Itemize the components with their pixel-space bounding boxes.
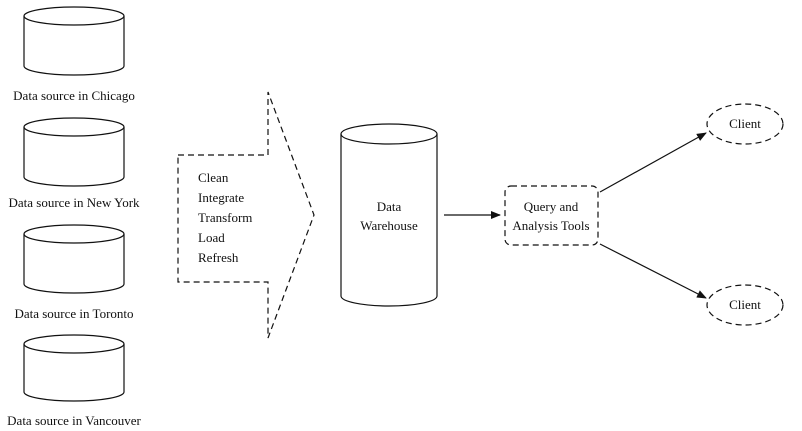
client-node-bottom: [706, 284, 784, 326]
etl-step-refresh: Refresh: [198, 250, 239, 265]
source-cylinder-new-york: [23, 117, 125, 187]
query-tools-box: [504, 185, 599, 246]
etl-step-load: Load: [198, 230, 225, 245]
arrow-tools-to-client-bottom: [599, 243, 707, 299]
etl-step-integrate: Integrate: [198, 190, 244, 205]
source-cylinder-vancouver: [23, 334, 125, 402]
client-node-top: [706, 103, 784, 145]
source-label-vancouver: Data source in Vancouver: [7, 413, 141, 428]
etl-block-arrow: [177, 91, 315, 339]
tools-label-line1: Query and: [524, 199, 579, 214]
arrow-tools-to-client-top: [599, 132, 707, 193]
source-cylinder-toronto: [23, 224, 125, 294]
source-label-chicago: Data source in Chicago: [13, 88, 135, 103]
source-label-toronto: Data source in Toronto: [14, 306, 133, 321]
etl-step-clean: Clean: [198, 170, 229, 185]
etl-step-transform: Transform: [198, 210, 252, 225]
client-label-top: Client: [729, 116, 761, 131]
source-label-new-york: Data source in New York: [8, 195, 140, 210]
client-label-bottom: Client: [729, 297, 761, 312]
warehouse-label-line1: Data: [377, 199, 402, 214]
warehouse-cylinder: [340, 123, 438, 307]
warehouse-label-line2: Warehouse: [360, 218, 418, 233]
tools-label-line2: Analysis Tools: [512, 218, 589, 233]
source-cylinder-chicago: [23, 6, 125, 76]
